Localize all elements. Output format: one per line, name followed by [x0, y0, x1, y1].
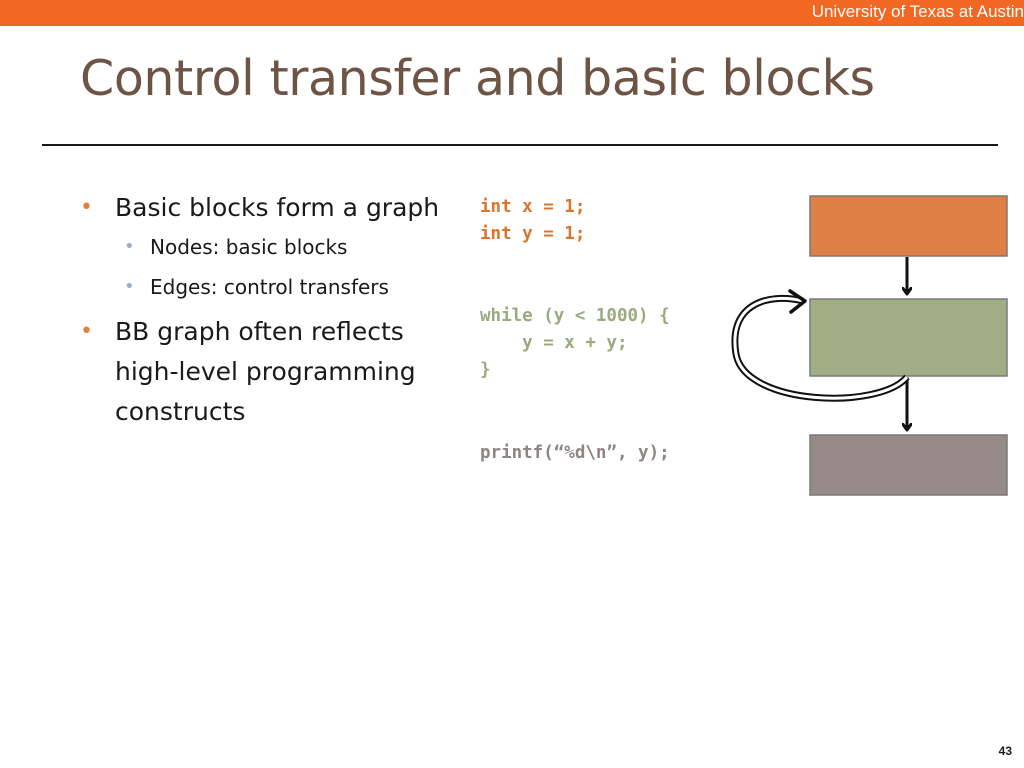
loop-back-arrowhead — [788, 289, 807, 314]
sub-bullet-text: Nodes: basic blocks — [150, 235, 348, 259]
loop-back-edge — [733, 296, 909, 400]
bullet-text: BB graph often reflects high-level progr… — [115, 317, 416, 426]
slide-title: Control transfer and basic blocks — [80, 50, 875, 107]
sub-bullet-item: • Edges: control transfers — [80, 272, 450, 302]
bullet-text: Basic blocks form a graph — [115, 193, 440, 222]
code-init-block: int x = 1; int y = 1; — [480, 197, 586, 244]
bullet-item: • Basic blocks form a graph — [80, 188, 450, 228]
code-print-block: printf(“%d\n”, y); — [480, 443, 670, 463]
institution-label: University of Texas at Austin — [811, 2, 1024, 21]
header-bar: University of Texas at Austin — [0, 0, 1024, 26]
code-loop-block: while (y < 1000) { y = x + y; } — [480, 306, 670, 380]
basic-block-loop — [809, 298, 1008, 377]
sub-bullet-text: Edges: control transfers — [150, 275, 389, 299]
bullet-marker: • — [80, 195, 93, 220]
bullet-marker: • — [80, 319, 93, 344]
page-number: 43 — [998, 744, 1012, 758]
title-divider — [42, 144, 998, 146]
sub-bullet-item: • Nodes: basic blocks — [80, 232, 450, 262]
bullet-item: • BB graph often reflects high-level pro… — [80, 312, 450, 432]
sub-bullet-marker: • — [124, 236, 135, 257]
basic-block-print — [809, 434, 1008, 496]
basic-block-init — [809, 195, 1008, 257]
sub-bullet-marker: • — [124, 276, 135, 297]
bullet-list: • Basic blocks form a graph • Nodes: bas… — [80, 188, 450, 436]
